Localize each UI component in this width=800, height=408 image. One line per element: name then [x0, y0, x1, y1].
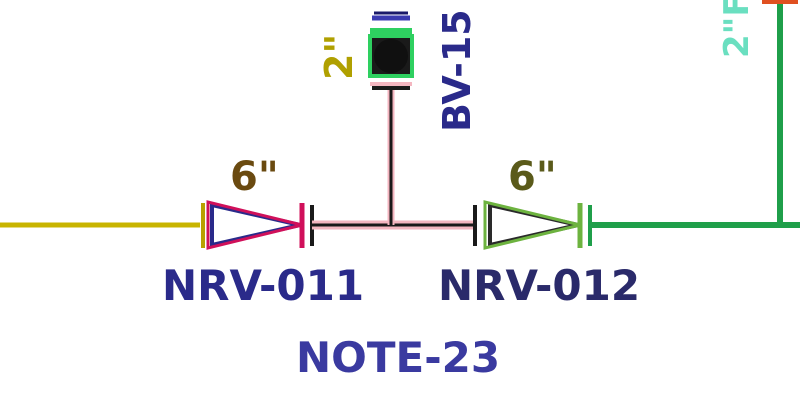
check-valve-2-triangle: [488, 202, 579, 248]
valve-2-tag-label: NRV-012: [438, 261, 640, 310]
ball-valve-bv-15[interactable]: [368, 11, 414, 78]
ball-valve-ball: [374, 39, 408, 73]
check-valve-1-triangle: [210, 202, 301, 248]
check-valve-nrv-012[interactable]: [483, 200, 583, 250]
check-valve-2-outline: [483, 200, 581, 250]
ball-valve-tag-label: BV-15: [435, 9, 479, 132]
ball-valve-flange-top: [370, 28, 412, 36]
check-valve-nrv-011[interactable]: [206, 200, 305, 250]
ball-valve-size-label: 2": [317, 34, 361, 80]
valve-2-size-label: 6": [508, 154, 557, 200]
check-valve-1-outline: [206, 200, 303, 250]
valve-1-tag-label: NRV-011: [162, 261, 364, 310]
branch-size-label: 2"F: [717, 0, 757, 58]
valve-1-size-label: 6": [230, 154, 279, 200]
note-label: NOTE-23: [296, 333, 500, 382]
